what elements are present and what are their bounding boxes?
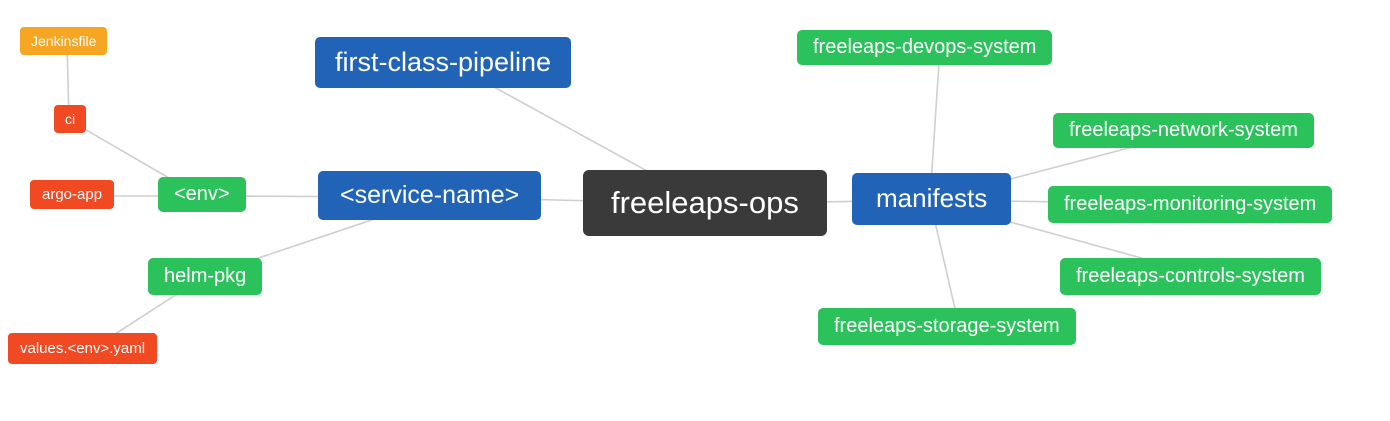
node-env: <env>	[158, 177, 246, 212]
node-service-name: <service-name>	[318, 171, 542, 220]
node-freeleaps-storage-system: freeleaps-storage-system	[818, 308, 1076, 345]
node-manifests: manifests	[852, 173, 1012, 225]
node-freeleaps-monitoring-system: freeleaps-monitoring-system	[1048, 186, 1333, 223]
node-ci: ci	[54, 105, 87, 134]
node-freeleaps-ops-root: freeleaps-ops	[583, 170, 827, 236]
node-first-class-pipeline: first-class-pipeline	[315, 37, 572, 89]
node-freeleaps-network-system: freeleaps-network-system	[1053, 113, 1314, 148]
node-helm-pkg: helm-pkg	[148, 258, 263, 295]
node-jenkinsfile: Jenkinsfile	[20, 27, 108, 56]
node-argo-app: argo-app	[30, 180, 115, 210]
node-values-env-yaml: values.<env>.yaml	[8, 333, 158, 365]
node-freeleaps-controls-system: freeleaps-controls-system	[1060, 258, 1321, 295]
node-freeleaps-devops-system: freeleaps-devops-system	[797, 30, 1053, 65]
